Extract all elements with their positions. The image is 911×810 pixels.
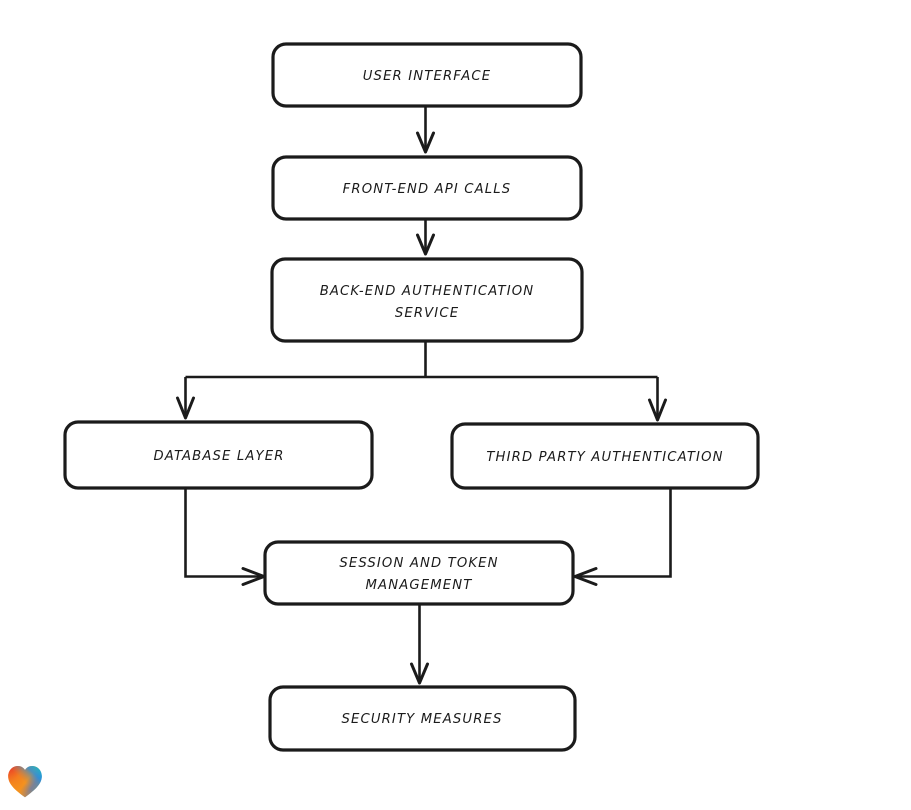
node-back-end-authentication-service-label-line1: BACK-END AUTHENTICATION	[320, 284, 535, 299]
edge-third-party-authentication-to-session-and-token-management	[573, 488, 672, 586]
node-third-party-authentication[interactable]: THIRD PARTY AUTHENTICATION	[450, 422, 760, 490]
edge-user-interface-to-front-end-api-calls	[416, 106, 435, 154]
node-security-measures[interactable]: SECURITY MEASURES	[268, 685, 577, 752]
node-session-and-token-management[interactable]: SESSION AND TOKEN MANAGEMENT	[263, 540, 575, 606]
node-security-measures-label: SECURITY MEASURES	[341, 712, 502, 727]
edge-session-and-token-management-to-security-measures	[410, 604, 429, 685]
edge-back-end-to-database-layer	[176, 377, 195, 420]
node-back-end-authentication-service-label-line2: SERVICE	[395, 306, 459, 321]
node-session-and-token-management-label-line2: MANAGEMENT	[366, 578, 473, 593]
node-back-end-authentication-service-shape[interactable]	[270, 257, 584, 343]
node-database-layer-label: DATABASE LAYER	[153, 449, 284, 464]
edge-front-end-api-calls-to-back-end-authentication-service	[416, 219, 435, 256]
node-database-layer-shape[interactable]	[63, 420, 374, 490]
node-front-end-api-calls[interactable]: FRONT-END API CALLS	[271, 155, 583, 221]
node-user-interface-shape[interactable]	[271, 42, 583, 108]
edge-back-end-split-trunk	[185, 341, 658, 379]
node-user-interface[interactable]: USER INTERFACE	[271, 42, 583, 108]
node-third-party-authentication-shape[interactable]	[450, 422, 760, 490]
node-third-party-authentication-label: THIRD PARTY AUTHENTICATION	[486, 450, 723, 465]
edge-back-end-to-third-party-authentication	[648, 377, 667, 422]
edge-database-layer-to-session-and-token-management	[184, 488, 266, 586]
node-database-layer[interactable]: DATABASE LAYER	[63, 420, 374, 490]
node-session-and-token-management-label-line1: SESSION AND TOKEN	[339, 556, 498, 571]
node-back-end-authentication-service[interactable]: BACK-END AUTHENTICATION SERVICE	[270, 257, 584, 343]
node-user-interface-label: USER INTERFACE	[363, 69, 492, 84]
node-front-end-api-calls-label: FRONT-END API CALLS	[343, 182, 512, 197]
heart-icon	[8, 766, 42, 798]
node-session-and-token-management-shape[interactable]	[263, 540, 575, 606]
node-security-measures-shape[interactable]	[268, 685, 577, 752]
node-front-end-api-calls-shape[interactable]	[271, 155, 583, 221]
